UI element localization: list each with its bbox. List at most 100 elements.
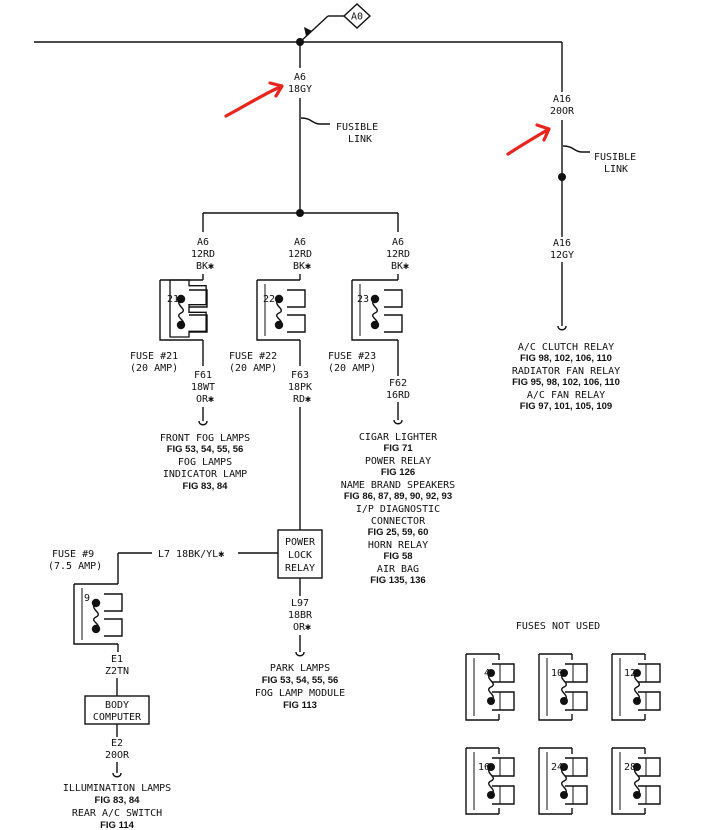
- wire-code-18gy: 18GY: [288, 84, 312, 95]
- svg-text:A/C CLUTCH RELAY: A/C CLUTCH RELAY: [518, 342, 614, 353]
- wire-e2: E2: [111, 738, 123, 749]
- wire-code-12gy: 12GY: [550, 250, 574, 261]
- svg-text:COMPUTER: COMPUTER: [93, 712, 142, 723]
- svg-text:OR✱: OR✱: [196, 394, 214, 405]
- unused-fuses: 4 10 12 16 24 28: [465, 653, 661, 815]
- fusible-link-label-right: FUSIBLE: [594, 152, 636, 163]
- svg-text:FIG 53, 54, 55, 56: FIG 53, 54, 55, 56: [167, 444, 244, 455]
- connector-a0: A0: [299, 3, 372, 43]
- body-computer-destinations: ILLUMINATION LAMPS FIG 83, 84 REAR A/C S…: [63, 783, 171, 830]
- wire-l97: L97: [291, 598, 309, 609]
- wire-code-20or: 20OR: [550, 106, 575, 117]
- svg-text:FIG 53, 54, 55, 56: FIG 53, 54, 55, 56: [262, 675, 339, 686]
- svg-text:FOG LAMP MODULE: FOG LAMP MODULE: [255, 688, 345, 699]
- right-splice: [558, 173, 566, 181]
- svg-text:CIGAR LIGHTER: CIGAR LIGHTER: [359, 432, 438, 443]
- svg-text:BK✱: BK✱: [196, 261, 214, 272]
- svg-text:FIG 114: FIG 114: [100, 820, 135, 830]
- svg-text:INDICATOR LAMP: INDICATOR LAMP: [163, 469, 247, 480]
- svg-text:NAME BRAND SPEAKERS: NAME BRAND SPEAKERS: [341, 480, 455, 491]
- svg-text:HORN RELAY: HORN RELAY: [368, 540, 428, 551]
- unused-fuse: 4: [465, 653, 515, 721]
- svg-text:FIG 98, 102, 106, 110: FIG 98, 102, 106, 110: [520, 353, 612, 364]
- power-lock-relay: POWER LOCK RELAY: [277, 529, 323, 579]
- unused-fuse-number: 24: [551, 762, 563, 773]
- body-computer: BODY COMPUTER: [84, 695, 150, 725]
- fuse-23-destinations: CIGAR LIGHTER FIG 71 POWER RELAY FIG 126…: [341, 432, 455, 586]
- fuse-23-rating: (20 AMP): [328, 363, 376, 374]
- svg-text:18PK: 18PK: [288, 382, 312, 393]
- right-circuit-destinations: A/C CLUTCH RELAY FIG 98, 102, 106, 110 R…: [512, 342, 620, 412]
- branch-label-21: A6 12RD BK✱: [191, 237, 215, 272]
- svg-text:20OR: 20OR: [105, 750, 130, 761]
- fuse-22-label: FUSE #22: [229, 351, 277, 362]
- unused-fuse: 24: [538, 747, 588, 815]
- fuse-23-label: FUSE #23: [328, 351, 376, 362]
- fuse-21-rating: (20 AMP): [130, 363, 178, 374]
- svg-text:POWER RELAY: POWER RELAY: [365, 456, 431, 467]
- svg-text:FIG 25, 59, 60: FIG 25, 59, 60: [368, 527, 429, 538]
- svg-text:A6: A6: [197, 237, 209, 248]
- svg-text:BK✱: BK✱: [391, 261, 409, 272]
- svg-text:LINK: LINK: [604, 164, 628, 175]
- svg-text:FIG 71: FIG 71: [383, 443, 413, 454]
- svg-text:FIG 126: FIG 126: [381, 467, 415, 478]
- wire-l7: L7 18BK/YL✱: [158, 549, 224, 560]
- annotation-arrow-left: [224, 81, 284, 118]
- wire-e1: E1: [111, 654, 123, 665]
- unused-fuse: 12: [611, 653, 661, 721]
- fuse-9: 9: [73, 583, 123, 645]
- svg-text:BK✱: BK✱: [293, 261, 311, 272]
- svg-text:RADIATOR FAN RELAY: RADIATOR FAN RELAY: [512, 366, 620, 377]
- fuse-21-label: FUSE #21: [130, 351, 178, 362]
- fuse-9-number: 9: [84, 593, 90, 604]
- svg-text:FIG 135, 136: FIG 135, 136: [370, 575, 425, 586]
- svg-text:LOCK: LOCK: [288, 550, 312, 561]
- branch-label-22: A6 12RD BK✱: [288, 237, 312, 272]
- wire-id-a16-lower: A16: [553, 238, 571, 249]
- svg-text:12RD: 12RD: [386, 249, 410, 260]
- svg-text:18BR: 18BR: [288, 610, 313, 621]
- svg-text:FIG 86, 87, 89, 90, 92, 93: FIG 86, 87, 89, 90, 92, 93: [344, 491, 452, 502]
- svg-text:FIG 95, 98, 102, 106, 110: FIG 95, 98, 102, 106, 110: [512, 377, 620, 388]
- svg-text:PARK LAMPS: PARK LAMPS: [270, 663, 330, 674]
- svg-text:REAR A/C SWITCH: REAR A/C SWITCH: [72, 808, 162, 819]
- svg-text:A/C FAN RELAY: A/C FAN RELAY: [527, 390, 605, 401]
- svg-text:FIG 83, 84: FIG 83, 84: [95, 795, 141, 806]
- svg-text:I/P DIAGNOSTIC: I/P DIAGNOSTIC: [356, 504, 440, 515]
- power-lock-destinations: PARK LAMPS FIG 53, 54, 55, 56 FOG LAMP M…: [255, 663, 345, 711]
- svg-text:FOG LAMPS: FOG LAMPS: [178, 457, 232, 468]
- fuse-9-label: FUSE #9: [52, 549, 94, 560]
- unused-fuse-number: 28: [624, 762, 636, 773]
- unused-fuse-number: 4: [484, 668, 490, 679]
- fuse-21-destinations: FRONT FOG LAMPS FIG 53, 54, 55, 56 FOG L…: [160, 433, 250, 492]
- fuse-22: 22: [256, 279, 306, 341]
- svg-text:12RD: 12RD: [191, 249, 215, 260]
- fuse-22-number: 22: [263, 294, 275, 305]
- wire-id-a16: A16: [553, 94, 571, 105]
- unused-fuses-title: FUSES NOT USED: [516, 621, 600, 632]
- svg-text:Z2TN: Z2TN: [105, 666, 129, 677]
- unused-fuse-number: 16: [478, 762, 490, 773]
- wire-id-a6: A6: [294, 72, 306, 83]
- unused-fuse-number: 10: [551, 668, 563, 679]
- svg-text:FIG 58: FIG 58: [383, 551, 412, 562]
- svg-text:CONNECTOR: CONNECTOR: [371, 516, 426, 527]
- unused-fuse: 10: [538, 653, 588, 721]
- svg-text:ILLUMINATION LAMPS: ILLUMINATION LAMPS: [63, 783, 171, 794]
- fuse-23-number: 23: [357, 294, 369, 305]
- unused-fuse-number: 12: [624, 668, 636, 679]
- svg-text:FIG 97, 101, 105, 109: FIG 97, 101, 105, 109: [520, 401, 612, 412]
- branch-label-23: A6 12RD BK✱: [386, 237, 410, 272]
- svg-text:RELAY: RELAY: [285, 563, 315, 574]
- fuse-21-number: 21: [167, 294, 179, 305]
- svg-text:BODY: BODY: [105, 700, 129, 711]
- svg-text:FIG 113: FIG 113: [283, 700, 317, 711]
- unused-fuse: 28: [611, 747, 661, 815]
- fusible-link-label: FUSIBLE: [336, 122, 378, 133]
- wire-f63: F63: [291, 370, 309, 381]
- svg-text:18WT: 18WT: [191, 382, 215, 393]
- fuse-23: 23: [351, 279, 403, 341]
- fuse-21: 21: [159, 279, 208, 341]
